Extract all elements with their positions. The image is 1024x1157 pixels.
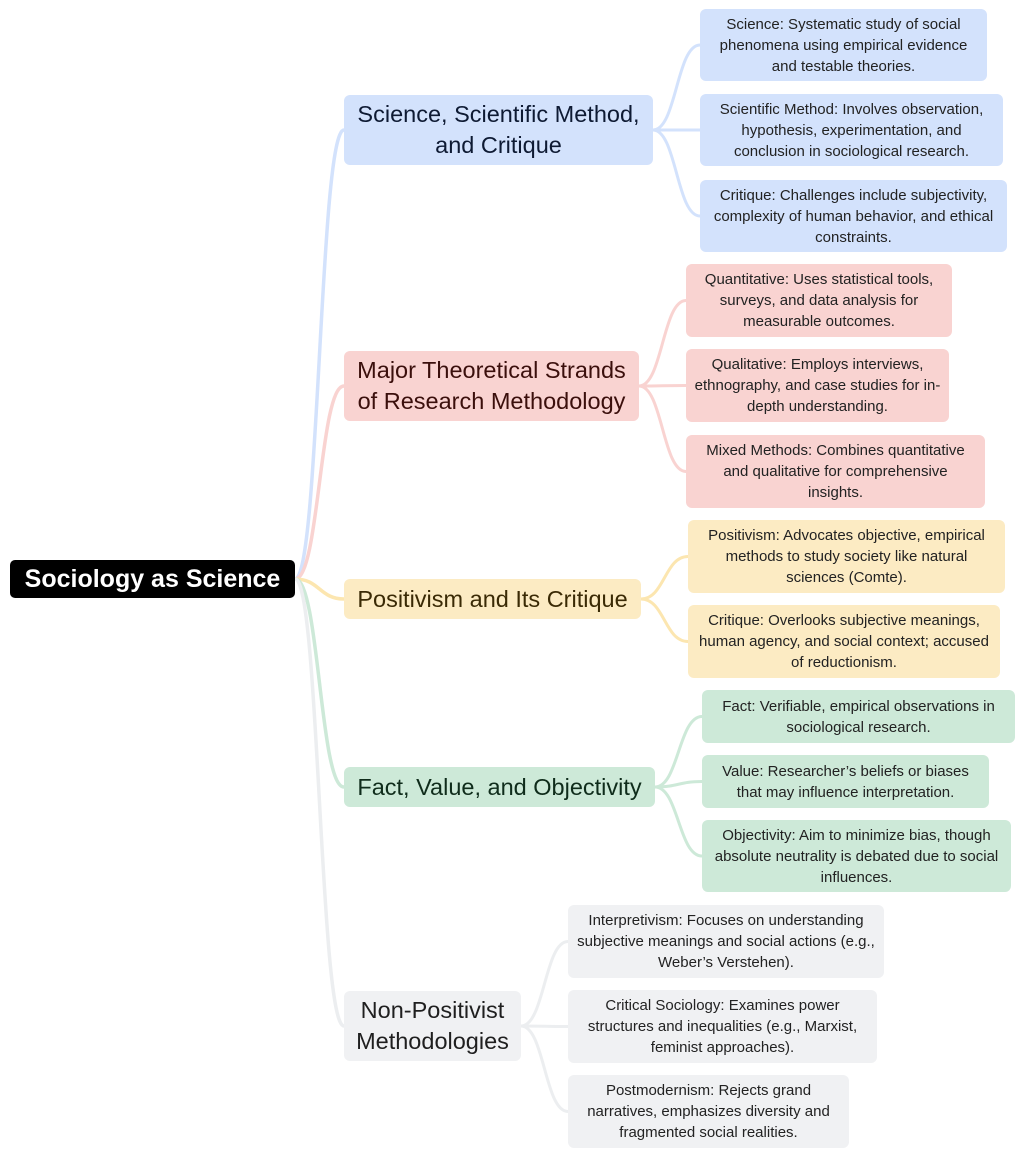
branch-label: Positivism and Its Critique bbox=[357, 585, 628, 612]
branch-to-leaf-edge bbox=[639, 597, 690, 643]
leaf-text: Interpretivism: Focuses on understanding… bbox=[577, 912, 875, 971]
branch-to-leaf-edge bbox=[651, 43, 702, 132]
leaf-text: Postmodernism: Rejects grand narratives,… bbox=[587, 1082, 830, 1141]
leaf-node[interactable]: Mixed Methods: Combines quantitative and… bbox=[686, 435, 985, 508]
branch-to-leaf-edge bbox=[653, 780, 704, 789]
branch-node-fact-value[interactable]: Fact, Value, and Objectivity bbox=[344, 767, 655, 807]
root-to-branch-edge bbox=[293, 384, 346, 581]
root-to-branch-edge bbox=[293, 128, 346, 581]
leaf-text: Value: Researcher’s beliefs or biases th… bbox=[722, 762, 969, 801]
leaf-node[interactable]: Critique: Challenges include subjectivit… bbox=[700, 180, 1007, 252]
branch-node-theoretical-strands[interactable]: Major Theoretical Strands of Research Me… bbox=[344, 351, 639, 421]
branch-to-leaf-edge bbox=[519, 1024, 570, 1028]
root-to-branch-edge bbox=[293, 577, 346, 789]
branch-node-positivism[interactable]: Positivism and Its Critique bbox=[344, 579, 641, 619]
leaf-node[interactable]: Objectivity: Aim to minimize bias, thoug… bbox=[702, 820, 1011, 892]
branch-node-science[interactable]: Science, Scientific Method, and Critique bbox=[344, 95, 653, 165]
leaf-text: Quantitative: Uses statistical tools, su… bbox=[704, 271, 934, 330]
branch-to-leaf-edge bbox=[653, 715, 704, 789]
leaf-node[interactable]: Quantitative: Uses statistical tools, su… bbox=[686, 264, 952, 337]
branch-label: Major Theoretical Strands of Research Me… bbox=[357, 357, 626, 414]
branch-to-leaf-edge bbox=[519, 1024, 570, 1113]
root-to-branch-edge bbox=[293, 577, 346, 601]
leaf-node[interactable]: Positivism: Advocates objective, empiric… bbox=[688, 520, 1005, 593]
leaf-node[interactable]: Science: Systematic study of social phen… bbox=[700, 9, 987, 81]
leaf-node[interactable]: Qualitative: Employs interviews, ethnogr… bbox=[686, 349, 949, 422]
root-to-branch-edge bbox=[293, 577, 346, 1028]
branch-to-leaf-edge bbox=[651, 128, 702, 218]
branch-to-leaf-edge bbox=[519, 940, 570, 1028]
root-label: Sociology as Science bbox=[24, 564, 281, 593]
leaf-node[interactable]: Postmodernism: Rejects grand narratives,… bbox=[568, 1075, 849, 1148]
leaf-text: Positivism: Advocates objective, empiric… bbox=[708, 527, 985, 586]
leaf-node[interactable]: Value: Researcher’s beliefs or biases th… bbox=[702, 755, 989, 808]
branch-to-leaf-edge bbox=[637, 384, 688, 473]
leaf-text: Critique: Overlooks subjective meanings,… bbox=[699, 612, 989, 671]
leaf-node[interactable]: Critical Sociology: Examines power struc… bbox=[568, 990, 877, 1063]
leaf-node[interactable]: Scientific Method: Involves observation,… bbox=[700, 94, 1003, 166]
leaf-text: Fact: Verifiable, empirical observations… bbox=[722, 697, 995, 736]
leaf-text: Critique: Challenges include subjectivit… bbox=[713, 186, 994, 246]
leaf-text: Science: Systematic study of social phen… bbox=[719, 15, 968, 75]
leaf-node[interactable]: Fact: Verifiable, empirical observations… bbox=[702, 690, 1015, 743]
branch-to-leaf-edge bbox=[637, 299, 688, 388]
leaf-text: Qualitative: Employs interviews, ethnogr… bbox=[694, 356, 941, 415]
branch-to-leaf-edge bbox=[639, 555, 690, 601]
branch-node-non-positivist[interactable]: Non-Positivist Methodologies bbox=[344, 991, 521, 1061]
branch-to-leaf-edge bbox=[637, 384, 688, 388]
branch-label: Science, Scientific Method, and Critique bbox=[357, 101, 640, 158]
leaf-text: Mixed Methods: Combines quantitative and… bbox=[706, 442, 965, 501]
branch-to-leaf-edge bbox=[653, 785, 704, 858]
branch-label: Non-Positivist Methodologies bbox=[356, 997, 509, 1054]
leaf-node[interactable]: Critique: Overlooks subjective meanings,… bbox=[688, 605, 1000, 678]
branch-label: Fact, Value, and Objectivity bbox=[357, 773, 642, 800]
leaf-text: Objectivity: Aim to minimize bias, thoug… bbox=[714, 826, 999, 886]
leaf-text: Critical Sociology: Examines power struc… bbox=[587, 997, 858, 1056]
leaf-node[interactable]: Interpretivism: Focuses on understanding… bbox=[568, 905, 884, 978]
root-node[interactable]: Sociology as Science bbox=[10, 560, 295, 598]
leaf-text: Scientific Method: Involves observation,… bbox=[719, 100, 984, 160]
